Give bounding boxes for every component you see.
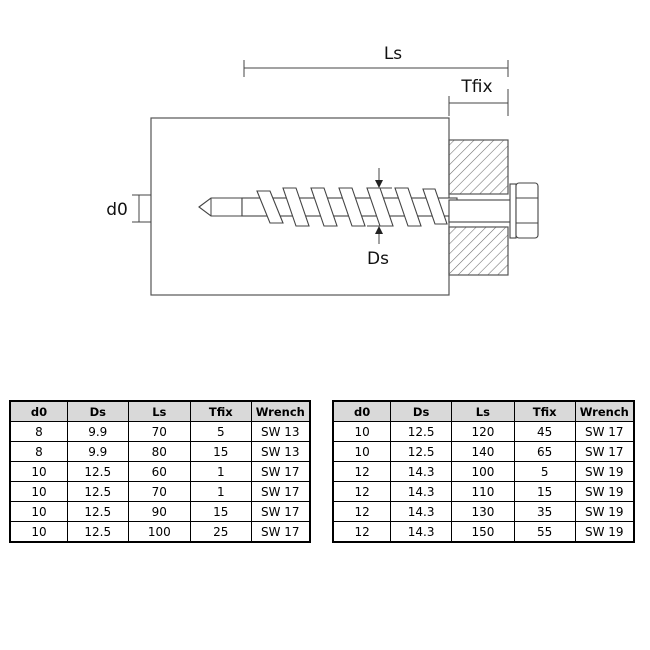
ls-dimension: Ls	[243, 44, 509, 77]
column-header: Tfix	[190, 400, 252, 422]
table-cell: 14.3	[390, 481, 453, 502]
table-cell: 10	[9, 481, 68, 502]
d0-dimension: d0	[106, 194, 151, 223]
table-cell: SW 17	[574, 441, 635, 462]
table-cell: 14.3	[390, 461, 453, 482]
table-cell: 5	[513, 461, 576, 482]
table-cell: 45	[513, 421, 576, 442]
table-cell: 100	[127, 521, 192, 543]
table-cell: SW 13	[250, 421, 311, 442]
table-cell: 12.5	[66, 461, 129, 482]
table-cell: SW 17	[250, 521, 311, 543]
table-cell: 1	[190, 481, 252, 502]
table-cell: 12	[332, 461, 392, 482]
table-cell: 65	[513, 441, 576, 462]
column-header: Ls	[127, 400, 192, 422]
table-cell: SW 19	[574, 501, 635, 522]
ds-label: Ds	[367, 249, 389, 269]
table-cell: 140	[451, 441, 515, 462]
column-header: Ds	[390, 400, 453, 422]
table-cell: 5	[190, 421, 252, 442]
table-cell: 15	[190, 501, 252, 522]
column-header: Wrench	[574, 400, 635, 422]
table-cell: SW 17	[574, 421, 635, 442]
table-cell: 14.3	[390, 501, 453, 522]
fixture-plate	[448, 139, 509, 276]
table-cell: 12.5	[390, 421, 453, 442]
table-cell: SW 19	[574, 461, 635, 482]
table-cell: 14.3	[390, 521, 453, 543]
ls-label: Ls	[384, 44, 402, 64]
table-cell: 10	[9, 501, 68, 522]
table-cell: 10	[332, 441, 392, 462]
table-cell: 12.5	[66, 481, 129, 502]
column-header: Ds	[66, 400, 129, 422]
table-cell: 25	[190, 521, 252, 543]
column-header: d0	[332, 400, 392, 422]
table-cell: SW 17	[250, 501, 311, 522]
ds-dimension: Ds	[367, 168, 392, 269]
column-header: Tfix	[513, 400, 576, 422]
table-cell: 70	[127, 421, 192, 442]
column-header: d0	[9, 400, 68, 422]
screw-anchor-diagram: Ls Tfix d0	[106, 44, 539, 296]
table-cell: 12	[332, 521, 392, 543]
table-cell: 130	[451, 501, 515, 522]
d0-label: d0	[106, 200, 128, 220]
table-cell: 12.5	[66, 501, 129, 522]
column-header: Ls	[451, 400, 515, 422]
table-cell: 70	[127, 481, 192, 502]
table-cell: 1	[190, 461, 252, 482]
table-cell: 10	[9, 461, 68, 482]
tfix-label: Tfix	[460, 77, 492, 97]
table-cell: 12.5	[390, 441, 453, 462]
table-cell: SW 19	[574, 481, 635, 502]
table-cell: 55	[513, 521, 576, 543]
table-cell: 100	[451, 461, 515, 482]
table-cell: 10	[332, 421, 392, 442]
table-cell: SW 13	[250, 441, 311, 462]
table-cell: 9.9	[66, 441, 129, 462]
table-cell: 150	[451, 521, 515, 543]
hex-head	[515, 182, 539, 239]
table-cell: 60	[127, 461, 192, 482]
screw-washer	[509, 183, 517, 239]
screw-anchor	[198, 182, 539, 239]
table-cell: 120	[451, 421, 515, 442]
table-cell: 12.5	[66, 521, 129, 543]
table-cell: SW 17	[250, 481, 311, 502]
table-cell: 12	[332, 481, 392, 502]
table-cell: 80	[127, 441, 192, 462]
table-cell: 8	[9, 421, 68, 442]
table-cell: SW 17	[250, 461, 311, 482]
table-cell: 110	[451, 481, 515, 502]
table-cell: 12	[332, 501, 392, 522]
table-cell: 9.9	[66, 421, 129, 442]
table-cell: SW 19	[574, 521, 635, 543]
table-cell: 15	[513, 481, 576, 502]
tfix-dimension: Tfix	[448, 77, 509, 116]
table-cell: 35	[513, 501, 576, 522]
table-cell: 15	[190, 441, 252, 462]
table-cell: 8	[9, 441, 68, 462]
table-cell: 10	[9, 521, 68, 543]
column-header: Wrench	[250, 400, 311, 422]
table-cell: 90	[127, 501, 192, 522]
